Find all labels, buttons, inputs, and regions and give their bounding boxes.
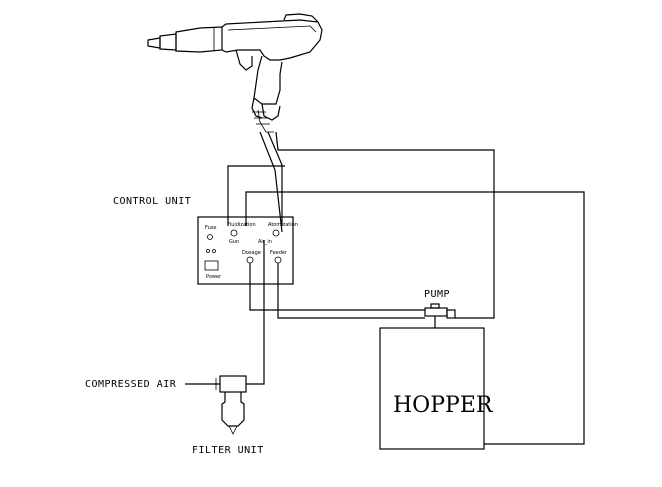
filter-unit-label: FILTER UNIT	[192, 445, 264, 456]
fluidization-label: Fluidization	[227, 222, 256, 228]
compressed-air-label: COMPRESSED AIR	[85, 379, 177, 390]
indicator-lamp	[206, 249, 210, 253]
indicator-lamp	[212, 249, 216, 253]
gun-hoses	[259, 131, 495, 319]
atomization-label: Atomization	[268, 222, 298, 228]
hopper: HOPPER	[379, 327, 494, 450]
dosage-label: Dosage	[242, 250, 261, 256]
filter-unit	[185, 375, 247, 435]
connection-lines	[227, 165, 585, 445]
feeder-label: Feeder	[270, 250, 288, 256]
pump-label: PUMP	[424, 289, 450, 300]
fuse-holder	[207, 234, 213, 240]
gun-label: Gun	[229, 239, 239, 245]
spray-gun	[147, 13, 323, 133]
pump	[424, 303, 456, 328]
dosage-knob	[246, 256, 254, 264]
power-switch	[204, 260, 219, 271]
power-label: Power	[206, 274, 222, 280]
fluidization-knob	[230, 229, 238, 237]
fuse-label: Fuse	[205, 225, 216, 231]
air-in-label: Air_in	[258, 239, 272, 245]
atomization-knob	[272, 229, 280, 237]
hopper-label: HOPPER	[393, 393, 494, 418]
control-unit-label: CONTROL UNIT	[113, 196, 191, 207]
feeder-knob	[274, 256, 282, 264]
control-unit: Fuse Fluidization Atomization Gun Air_in…	[197, 216, 298, 285]
